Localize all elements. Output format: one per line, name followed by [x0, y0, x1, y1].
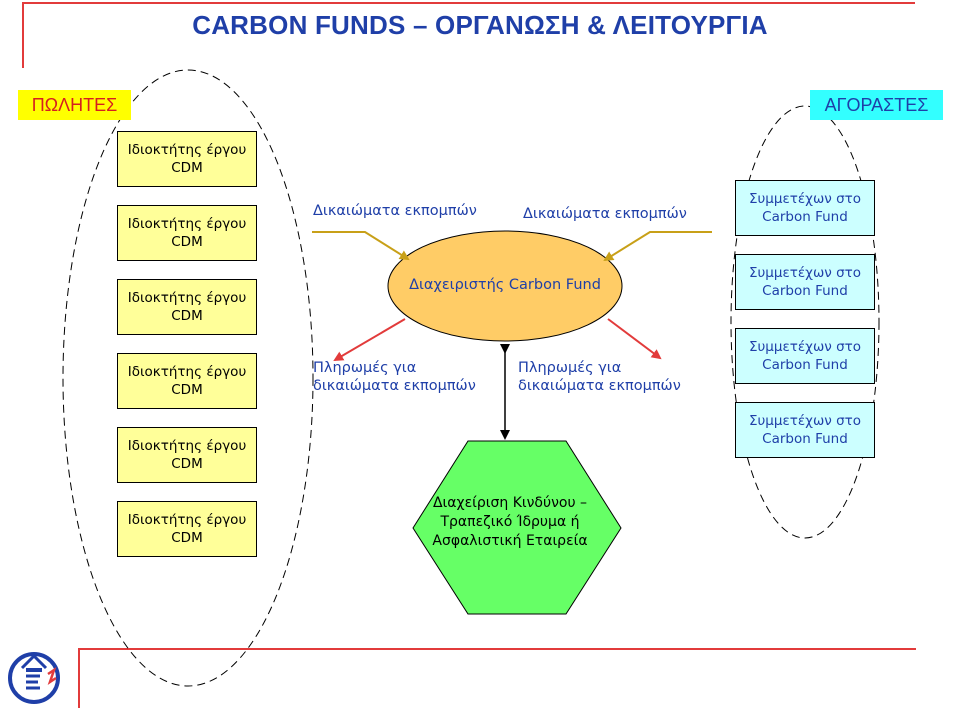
buyer-box-line1: Συμμετέχων στο [748, 339, 862, 355]
seller-box-line1: Ιδιοκτήτης έργου [127, 438, 247, 454]
payments-arrow-right [607, 318, 662, 360]
bottom-rule [78, 648, 916, 650]
risk-label-line2: Τραπεζικό Ίδρυμα ή [440, 514, 580, 530]
left-rule [22, 2, 24, 68]
top-rule [22, 2, 915, 4]
risk-management-label: Διαχείριση Κινδύνου – Τραπεζικό Ίδρυμα ή… [410, 494, 610, 551]
buyer-box-line1: Συμμετέχων στο [748, 413, 862, 429]
seller-box-line2: CDM [171, 308, 203, 324]
seller-box-line1: Ιδιοκτήτης έργου [127, 364, 247, 380]
rights-arrow-left [312, 231, 410, 261]
buyer-box-line2: Carbon Fund [762, 283, 848, 299]
risk-label-line3: Ασφαλιστική Εταιρεία [432, 533, 588, 549]
sellers-label: ΠΩΛΗΤΕΣ [18, 90, 131, 120]
seller-box-line2: CDM [171, 160, 203, 176]
payments-label-line2: δικαιώματα εκπομπών [313, 378, 476, 394]
seller-box-3: Ιδιοκτήτης έργου CDM [117, 279, 257, 335]
seller-box-line2: CDM [171, 382, 203, 398]
seller-box-2: Ιδιοκτήτης έργου CDM [117, 205, 257, 261]
buyer-box-line1: Συμμετέχων στο [748, 191, 862, 207]
seller-box-4: Ιδιοκτήτης έργου CDM [117, 353, 257, 409]
seller-box-line1: Ιδιοκτήτης έργου [127, 142, 247, 158]
seller-box-1: Ιδιοκτήτης έργου CDM [117, 131, 257, 187]
payments-label-line1: Πληρωμές για [518, 360, 622, 376]
payments-label-line1: Πληρωμές για [313, 360, 417, 376]
buyer-box-line1: Συμμετέχων στο [748, 265, 862, 281]
page-title: CARBON FUNDS – ΟΡΓΑΝΩΣΗ & ΛΕΙΤΟΥΡΓΙΑ [192, 10, 768, 40]
risk-label-line1: Διαχείριση Κινδύνου – [432, 495, 588, 511]
buyer-box-3: Συμμετέχων στο Carbon Fund [735, 328, 875, 384]
payments-arrow-left [333, 318, 406, 362]
seller-box-line1: Ιδιοκτήτης έργου [127, 512, 247, 528]
buyer-box-4: Συμμετέχων στο Carbon Fund [735, 402, 875, 458]
buyer-box-2: Συμμετέχων στο Carbon Fund [735, 254, 875, 310]
buyer-box-line2: Carbon Fund [762, 357, 848, 373]
rights-label-right: Δικαιώματα εκπομπών [523, 206, 687, 222]
buyer-box-line2: Carbon Fund [762, 431, 848, 447]
payments-label-right: Πληρωμές για δικαιώματα εκπομπών [518, 359, 681, 395]
rights-label-left: Δικαιώματα εκπομπών [313, 203, 477, 219]
seller-box-6: Ιδιοκτήτης έργου CDM [117, 501, 257, 557]
seller-box-line1: Ιδιοκτήτης έργου [127, 290, 247, 306]
buyer-box-line2: Carbon Fund [762, 209, 848, 225]
seller-box-line1: Ιδιοκτήτης έργου [127, 216, 247, 232]
payments-label-line2: δικαιώματα εκπομπών [518, 378, 681, 394]
sellers-group-outline [62, 69, 314, 687]
risk-management-node [412, 440, 622, 615]
carbon-fund-manager-node [387, 230, 623, 342]
seller-box-line2: CDM [171, 530, 203, 546]
seller-box-line2: CDM [171, 234, 203, 250]
buyer-box-1: Συμμετέχων στο Carbon Fund [735, 180, 875, 236]
seller-box-5: Ιδιοκτήτης έργου CDM [117, 427, 257, 483]
deh-logo-icon [8, 652, 60, 704]
bottom-left-rule [78, 648, 80, 708]
carbon-fund-manager-label: Διαχειριστής Carbon Fund [409, 277, 601, 293]
buyers-label: ΑΓΟΡΑΣΤΕΣ [810, 90, 943, 120]
payments-label-left: Πληρωμές για δικαιώματα εκπομπών [313, 359, 476, 395]
rights-arrow-right [603, 231, 712, 262]
buyers-group-outline [730, 105, 880, 539]
seller-box-line2: CDM [171, 456, 203, 472]
